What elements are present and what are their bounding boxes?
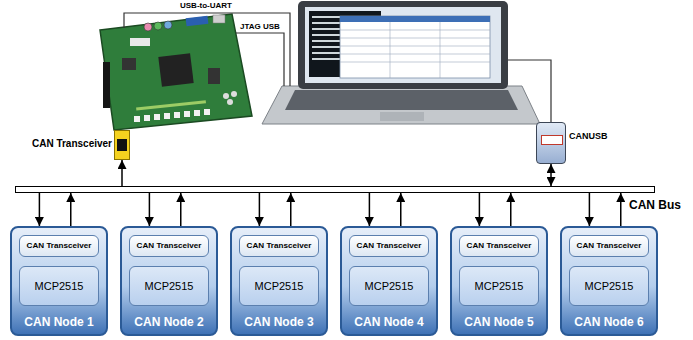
node-label: MCP2515 bbox=[365, 280, 414, 293]
transceiver-box: CAN Transceiver bbox=[19, 235, 99, 257]
node-label: CAN Node 5 bbox=[452, 316, 546, 330]
bus-arrow bbox=[39, 193, 41, 226]
can-node-box: CAN Node 5 CAN TransceiverMCP2515 bbox=[450, 226, 548, 336]
usb-cable bbox=[124, 13, 551, 122]
transceiver-box: CAN Transceiver bbox=[239, 235, 319, 257]
fpga-board bbox=[100, 14, 252, 130]
bus-arrow bbox=[400, 193, 402, 226]
node-label: CAN Transceiver bbox=[32, 138, 112, 150]
controller-box: MCP2515 bbox=[459, 266, 539, 306]
bus-arrow bbox=[479, 193, 481, 226]
node-label: CANUSB bbox=[569, 131, 608, 141]
node-label: MCP2515 bbox=[585, 280, 634, 293]
bus-arrow bbox=[149, 193, 151, 226]
node-label: MCP2515 bbox=[35, 280, 84, 293]
transceiver-chip: CAN Transceiver bbox=[114, 130, 130, 160]
node-label: CAN Node 1 bbox=[12, 316, 106, 330]
can-node-box: CAN Node 4 CAN TransceiverMCP2515 bbox=[340, 226, 438, 336]
node-label: CAN Node 3 bbox=[232, 316, 326, 330]
controller-box: MCP2515 bbox=[129, 266, 209, 306]
bus-arrow bbox=[550, 164, 552, 186]
bus-arrow bbox=[620, 193, 622, 226]
can-node-box: CAN Node 2 CAN TransceiverMCP2515 bbox=[120, 226, 218, 336]
node-label: MCP2515 bbox=[255, 280, 304, 293]
controller-box: MCP2515 bbox=[569, 266, 649, 306]
can-node-box: CAN Node 3 CAN TransceiverMCP2515 bbox=[230, 226, 328, 336]
bus-arrow bbox=[121, 160, 123, 186]
can-bus: CAN Bus bbox=[15, 186, 655, 193]
node-label: MCP2515 bbox=[145, 280, 194, 293]
bus-arrow bbox=[180, 193, 182, 226]
laptop bbox=[262, 1, 540, 124]
canusb-adapter: CANUSB bbox=[536, 122, 566, 164]
bus-arrow bbox=[259, 193, 261, 226]
wire-label: JTAG USB bbox=[238, 22, 282, 31]
bus-arrow bbox=[70, 193, 72, 226]
can-node-box: CAN Node 1 CAN TransceiverMCP2515 bbox=[10, 226, 108, 336]
node-label: CAN Transceiver bbox=[137, 241, 202, 250]
bus-arrow bbox=[510, 193, 512, 226]
node-label: CAN Transceiver bbox=[357, 241, 422, 250]
controller-box: MCP2515 bbox=[349, 266, 429, 306]
node-label: CAN Node 6 bbox=[562, 316, 656, 330]
bus-arrow bbox=[369, 193, 371, 226]
transceiver-box: CAN Transceiver bbox=[129, 235, 209, 257]
can-node-box: CAN Node 6 CAN TransceiverMCP2515 bbox=[560, 226, 658, 336]
adapter-logo bbox=[541, 135, 563, 145]
node-label: MCP2515 bbox=[475, 280, 524, 293]
node-label: CAN Bus bbox=[629, 199, 681, 213]
controller-box: MCP2515 bbox=[239, 266, 319, 306]
transceiver-box: CAN Transceiver bbox=[349, 235, 429, 257]
transceiver-box: CAN Transceiver bbox=[569, 235, 649, 257]
transceiver-box: CAN Transceiver bbox=[459, 235, 539, 257]
node-label: CAN Node 4 bbox=[342, 316, 436, 330]
wire-label: USB-to-UART bbox=[178, 1, 234, 10]
node-label: CAN Transceiver bbox=[27, 241, 92, 250]
node-label: CAN Transceiver bbox=[577, 241, 642, 250]
bus-arrow bbox=[589, 193, 591, 226]
chip-die bbox=[117, 139, 127, 151]
controller-box: MCP2515 bbox=[19, 266, 99, 306]
node-label: CAN Node 2 bbox=[122, 316, 216, 330]
bus-arrow bbox=[290, 193, 292, 226]
node-label: CAN Transceiver bbox=[467, 241, 532, 250]
node-label: CAN Transceiver bbox=[247, 241, 312, 250]
